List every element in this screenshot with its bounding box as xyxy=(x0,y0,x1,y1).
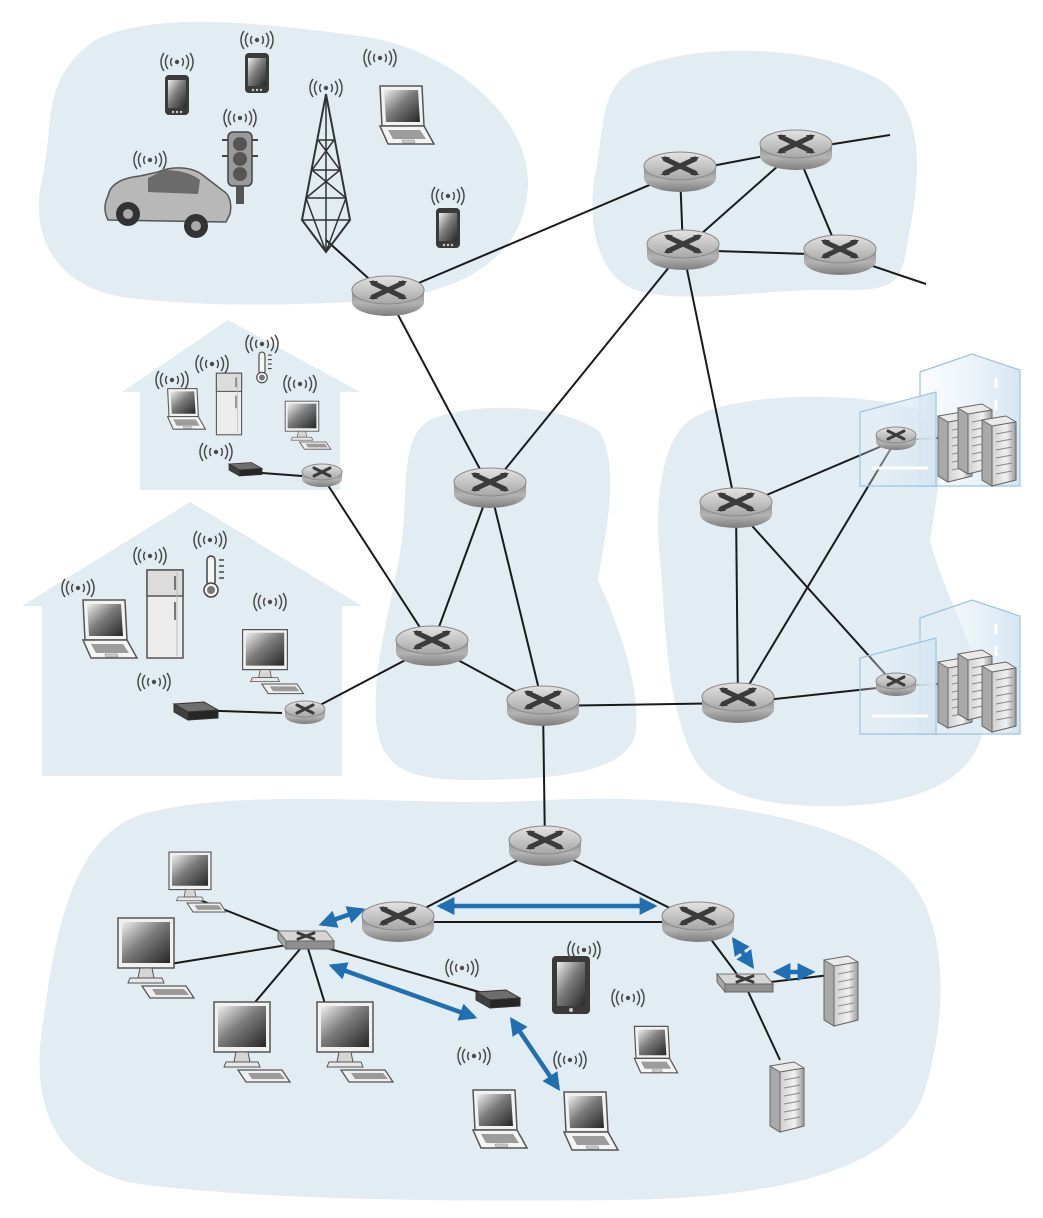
router-icon xyxy=(662,902,734,942)
router-icon xyxy=(760,130,832,170)
router-icon xyxy=(454,468,526,508)
router-icon xyxy=(507,686,579,726)
router-icon xyxy=(702,683,774,723)
router-icon xyxy=(509,826,581,866)
home-network-2 xyxy=(22,502,362,776)
smartphone-icon xyxy=(431,186,465,248)
switch-icon xyxy=(715,972,775,994)
router-icon xyxy=(874,671,918,698)
router-icon xyxy=(300,462,344,489)
datacenter-icon xyxy=(859,599,1021,735)
router-icon xyxy=(647,230,719,270)
enterprise-devices xyxy=(117,851,859,1151)
router-icon xyxy=(874,425,918,452)
mobile-network-region xyxy=(38,21,529,305)
router-icon xyxy=(700,488,772,528)
switch-icon xyxy=(276,929,336,951)
traffic-light-icon xyxy=(222,108,258,204)
smartphone-icon xyxy=(160,52,194,115)
refrigerator-icon xyxy=(215,372,243,436)
server-icon xyxy=(769,1061,805,1133)
car-icon xyxy=(104,150,232,238)
router-icon xyxy=(644,152,716,192)
router-icon xyxy=(352,276,424,316)
datacenter-icon xyxy=(859,353,1021,487)
router-icon xyxy=(396,626,468,666)
router-icon xyxy=(362,902,434,942)
regional-isp-region xyxy=(375,407,637,780)
tablet-icon xyxy=(552,956,590,1014)
server-icon xyxy=(823,955,859,1027)
cell-tower-icon xyxy=(300,78,352,254)
router-icon xyxy=(283,699,327,726)
refrigerator-icon xyxy=(146,569,184,659)
router-icon xyxy=(804,235,876,275)
highlighted-links xyxy=(318,897,816,1091)
smartphone-icon xyxy=(240,30,274,93)
